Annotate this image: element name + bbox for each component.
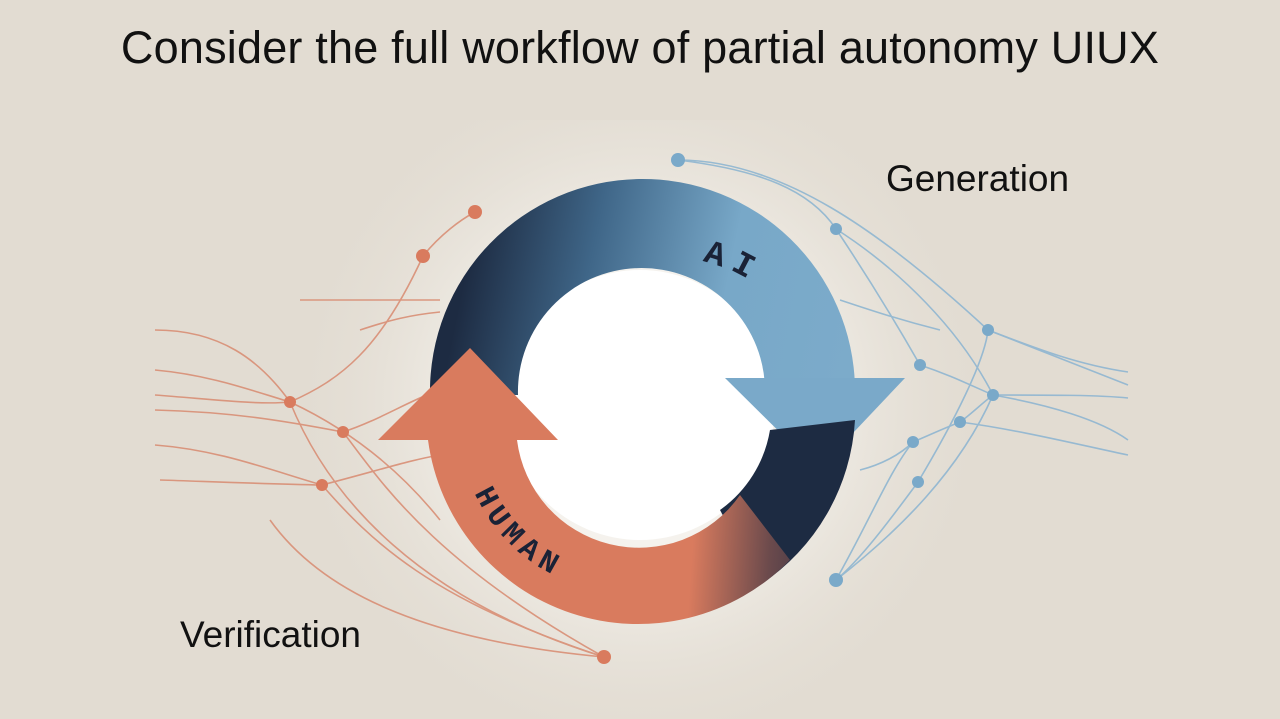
- blue-node: [912, 476, 924, 488]
- slide-title: Consider the full workflow of partial au…: [120, 22, 1160, 73]
- orange-node: [316, 479, 328, 491]
- cycle-center: [505, 270, 775, 540]
- blue-node: [671, 153, 685, 167]
- generation-label: Generation: [886, 158, 1070, 199]
- orange-node: [337, 426, 349, 438]
- human-arc: [428, 440, 790, 625]
- blue-node: [829, 573, 843, 587]
- ai-arrowhead: [725, 378, 905, 470]
- ai-arc: [429, 178, 855, 395]
- orange-node: [416, 249, 430, 263]
- blue-node: [914, 359, 926, 371]
- human-arrowhead: [378, 348, 558, 440]
- verification-nodes: [284, 205, 611, 664]
- orange-node: [468, 205, 482, 219]
- blue-node: [907, 436, 919, 448]
- verification-label: Verification: [180, 614, 361, 655]
- orange-node: [597, 650, 611, 664]
- generation-lines: [677, 159, 1129, 581]
- orange-node: [284, 396, 296, 408]
- generation-nodes: [671, 153, 999, 587]
- blue-node: [987, 389, 999, 401]
- blue-node: [830, 223, 842, 235]
- blue-node: [954, 416, 966, 428]
- blue-node: [982, 324, 994, 336]
